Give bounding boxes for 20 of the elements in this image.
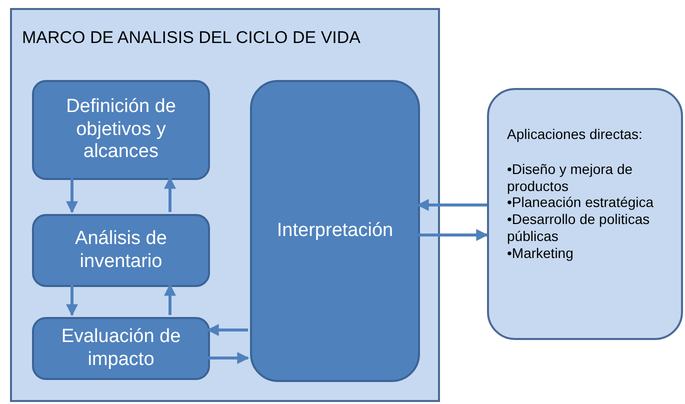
list-item: •Marketing <box>507 244 574 262</box>
arrow <box>164 284 176 315</box>
arrow <box>164 176 176 212</box>
stage-box: Interpretación <box>250 80 420 382</box>
stage-box: Análisis de inventario <box>32 214 210 287</box>
arrow <box>208 352 250 364</box>
arrow <box>66 178 78 214</box>
arrow <box>416 199 487 211</box>
list-item: •Planeación estratégica <box>507 194 655 212</box>
arrow <box>418 229 488 241</box>
arrow <box>66 285 78 316</box>
list-item: •Diseño y mejora de productos <box>507 160 634 194</box>
list-item: •Desarrollo de politicas públicas <box>507 211 651 245</box>
box-heading: Aplicaciones directas: <box>507 126 644 143</box>
arrow <box>206 324 248 336</box>
framework-panel <box>10 8 440 402</box>
stage-box: Evaluación de impacto <box>32 317 210 380</box>
panel-title: MARCO DE ANALISIS DEL CICLO DE VIDA <box>22 28 361 48</box>
stage-box: Definición de objetivos y alcances <box>32 80 210 180</box>
applications-box <box>487 88 683 340</box>
